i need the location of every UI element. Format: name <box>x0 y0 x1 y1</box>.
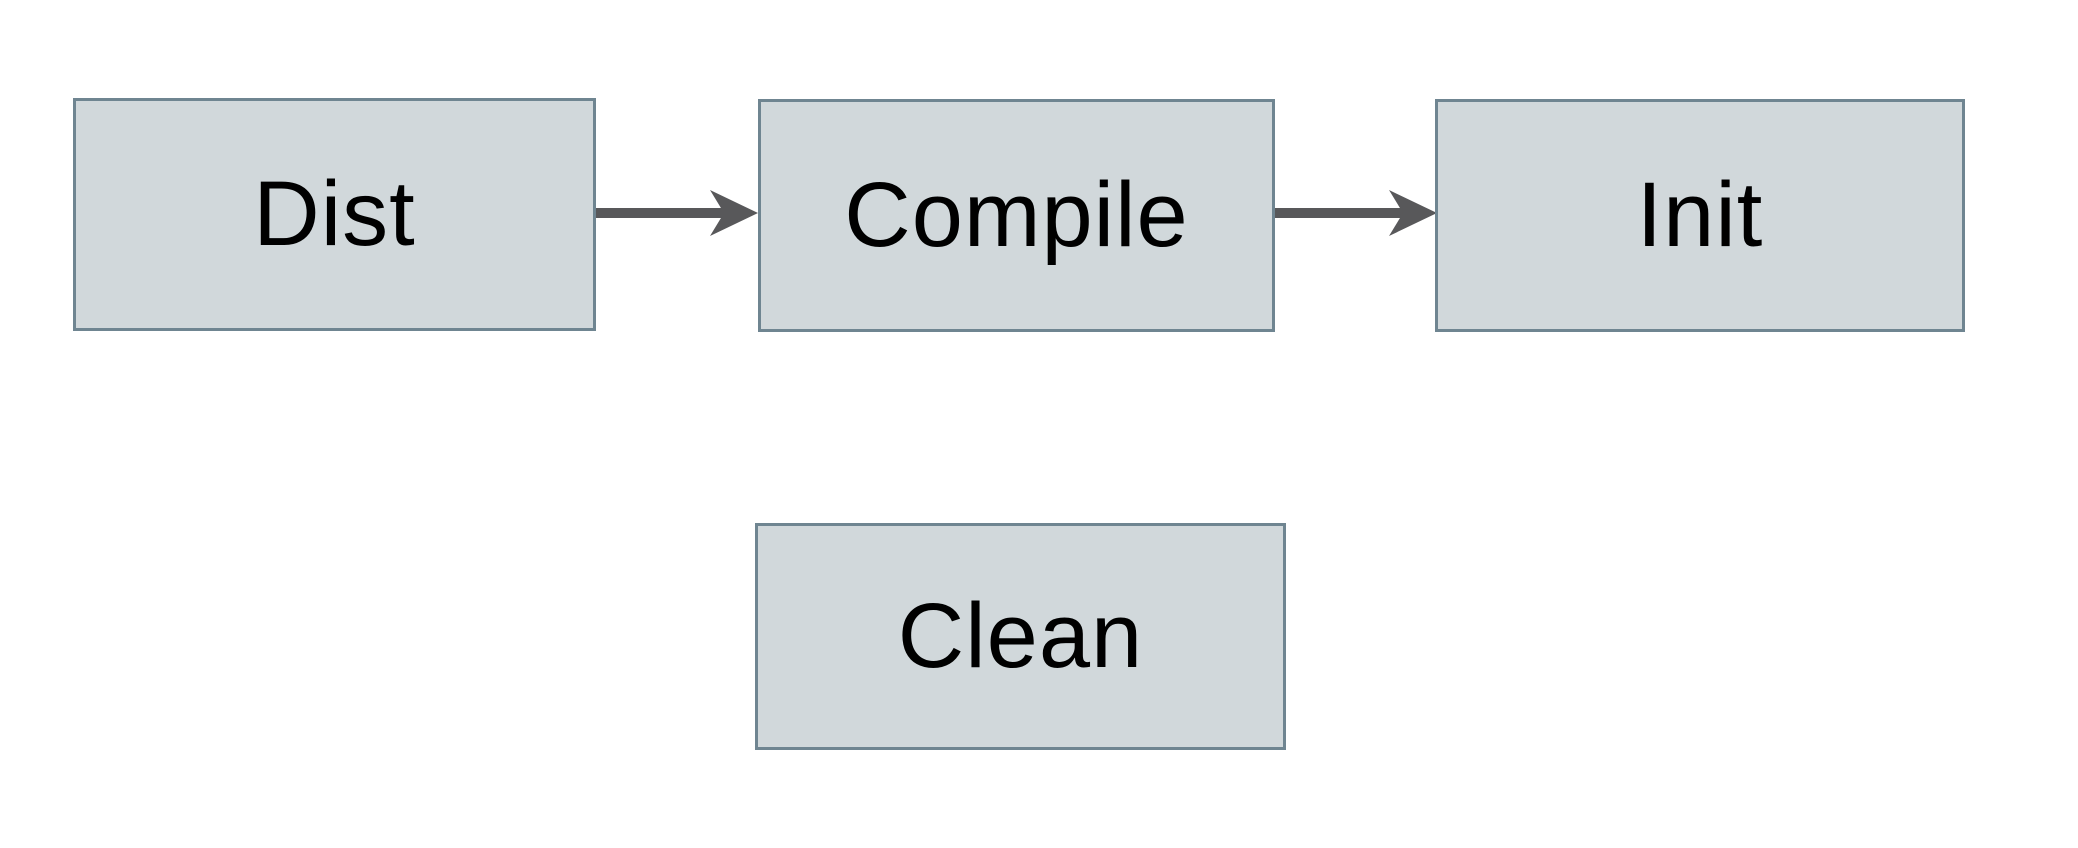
node-clean-label: Clean <box>897 585 1144 687</box>
arrow-dist-to-compile-icon <box>596 190 758 236</box>
arrow-compile-to-init-icon <box>1275 190 1437 236</box>
node-init: Init <box>1435 99 1965 332</box>
node-dist: Dist <box>73 98 596 331</box>
node-init-label: Init <box>1636 164 1764 266</box>
node-dist-label: Dist <box>253 163 416 265</box>
node-compile-label: Compile <box>844 164 1189 266</box>
node-clean: Clean <box>755 523 1286 750</box>
node-compile: Compile <box>758 99 1275 332</box>
